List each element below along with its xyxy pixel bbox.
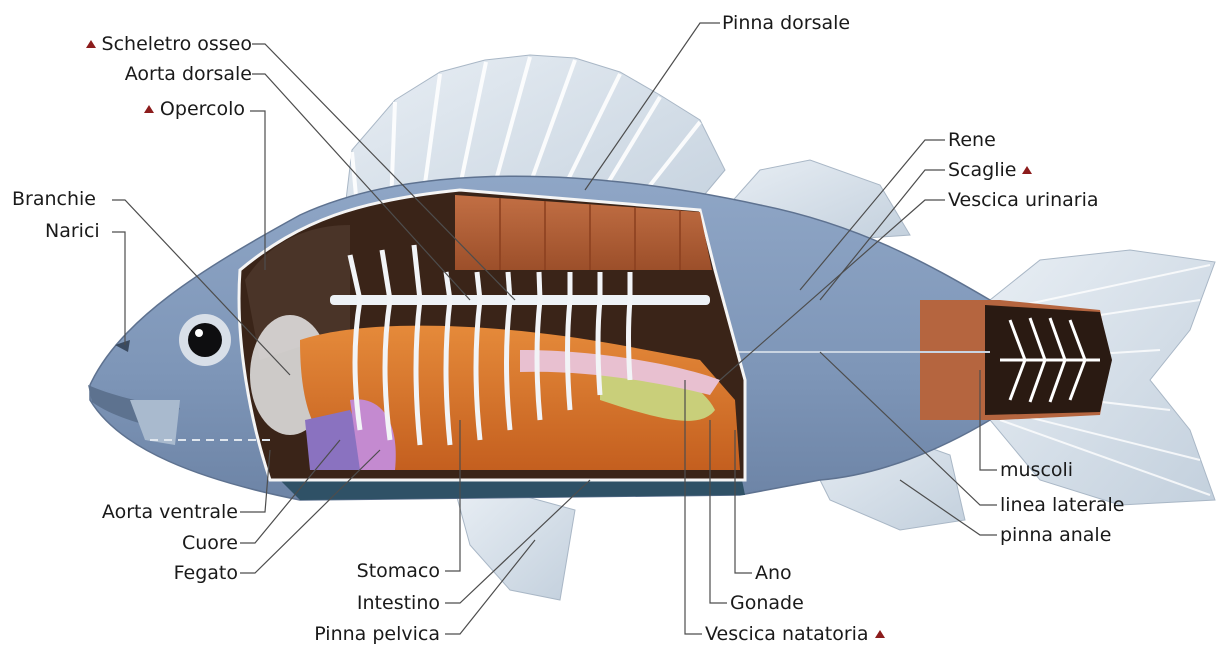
label-muscoli: muscoli	[1000, 459, 1073, 481]
label-aorta-ventrale: Aorta ventrale	[20, 501, 238, 523]
label-narici: Narici	[45, 220, 100, 242]
marker-icon	[86, 40, 96, 48]
eye-pupil	[188, 323, 222, 357]
label-ano: Ano	[755, 562, 792, 584]
label-scheletro-osseo: Scheletro osseo	[20, 33, 252, 55]
label-vescica-urinaria: Vescica urinaria	[948, 189, 1099, 211]
marker-icon	[1022, 166, 1032, 174]
cutaway-interior	[239, 190, 745, 480]
label-aorta-dorsale: Aorta dorsale	[20, 63, 252, 85]
label-pinna-dorsale: Pinna dorsale	[722, 12, 850, 34]
label-fegato: Fegato	[20, 562, 238, 584]
label-pinna-pelvica: Pinna pelvica	[240, 623, 440, 645]
label-vescica-natatoria: Vescica natatoria	[705, 623, 891, 645]
label-cuore: Cuore	[20, 532, 238, 554]
pelvic-fin	[455, 490, 575, 600]
marker-icon	[875, 630, 885, 638]
label-gonade: Gonade	[730, 592, 804, 614]
label-branchie: Branchie	[12, 188, 96, 210]
label-rene: Rene	[948, 129, 996, 151]
label-scaglie: Scaglie	[948, 159, 1038, 181]
label-stomaco: Stomaco	[240, 560, 440, 582]
marker-icon	[144, 105, 154, 113]
label-intestino: Intestino	[240, 592, 440, 614]
label-opercolo: Opercolo	[20, 98, 245, 120]
label-pinna-anale: pinna anale	[1000, 524, 1111, 546]
tail-muscle-section	[920, 300, 1112, 420]
label-linea-laterale: linea laterale	[1000, 494, 1124, 516]
